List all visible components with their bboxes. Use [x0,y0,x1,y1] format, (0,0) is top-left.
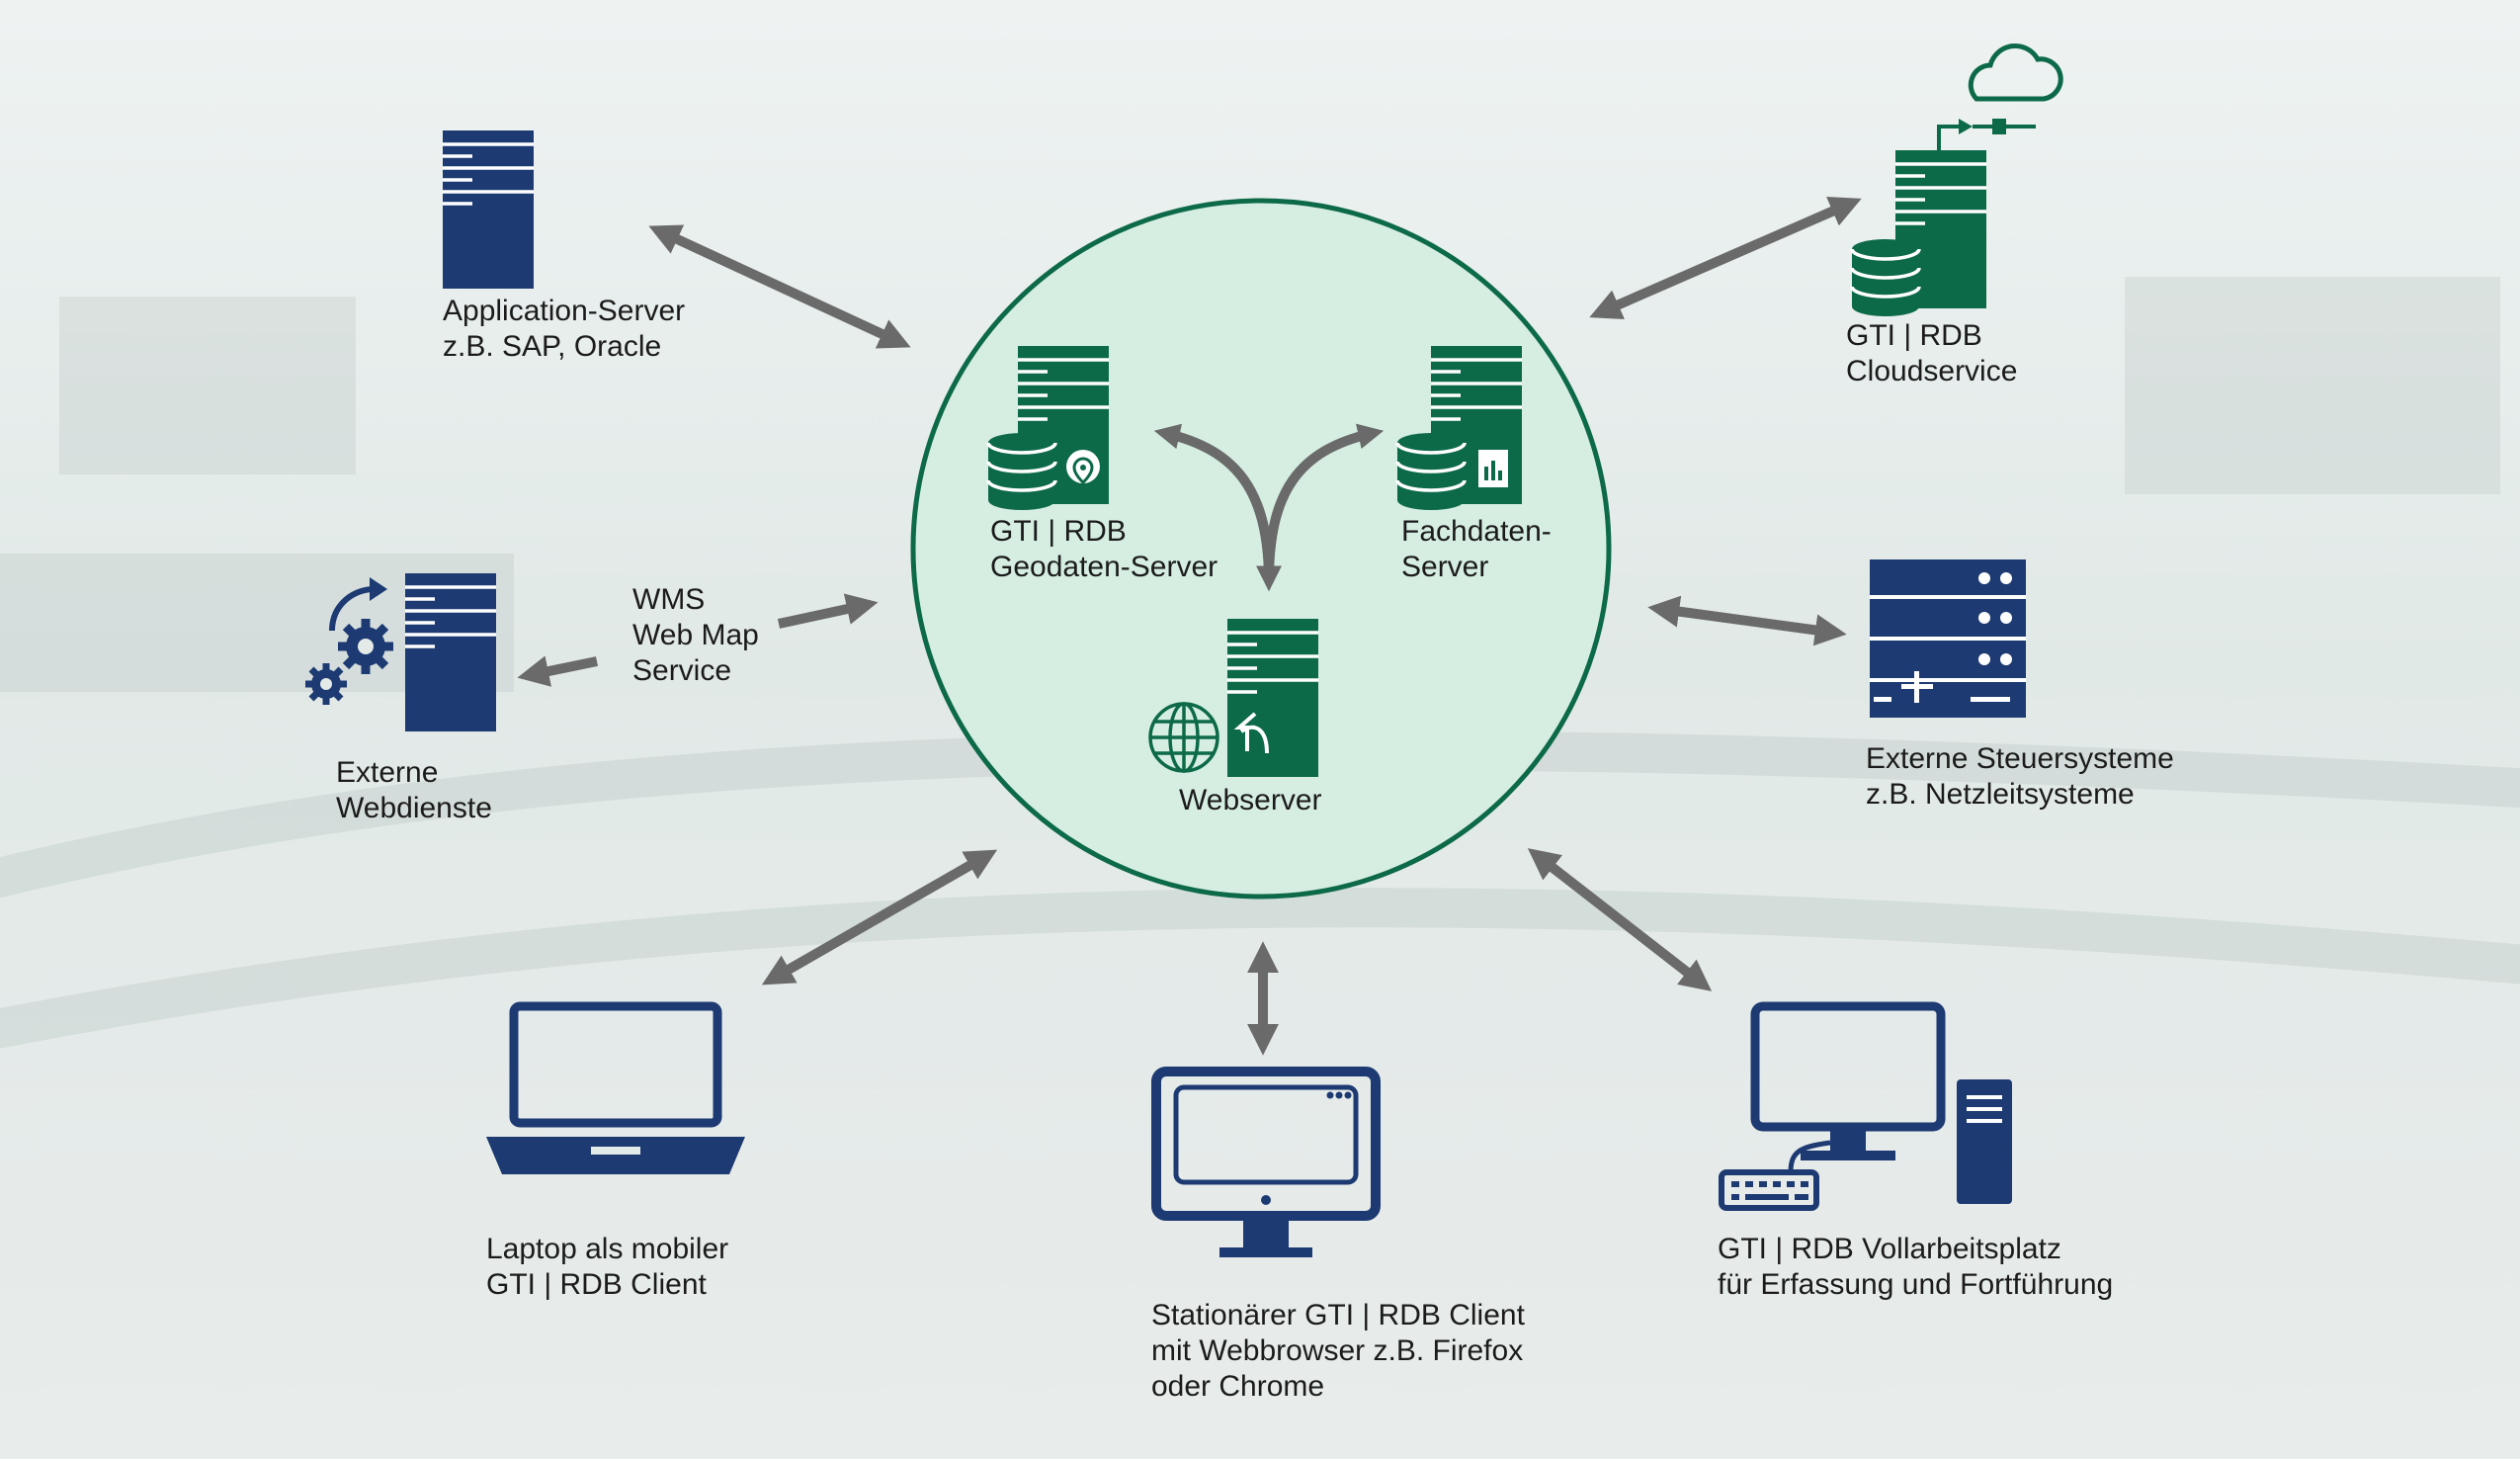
arrow-app-server [648,224,911,349]
location-pin-icon [1066,450,1100,485]
label-webserver: Webserver [1179,783,1322,818]
arrow-vollarbeitsplatz [1527,848,1713,991]
label-stationaer-line1: Stationärer GTI | RDB Client [1151,1299,1525,1331]
arrow-steuersysteme [1647,595,1847,646]
label-webserver-line1: Webserver [1179,784,1322,816]
label-webdienste-line1: Externe [336,756,439,789]
label-stationaer-client: Stationärer GTI | RDB Client mit Webbrow… [1151,1298,1525,1405]
label-voll-line2: für Erfassung und Fortführung [1718,1268,2114,1301]
label-fachdaten-line2: Server [1401,551,1489,583]
label-laptop-line1: Laptop als mobiler [486,1233,729,1265]
desktop-pc-icon [1719,1001,2012,1211]
label-geodaten-server: GTI | RDB Geodaten-Server [990,514,1218,585]
arrow-wms [777,593,879,629]
monitor-icon [1151,1067,1381,1257]
label-steuer-line1: Externe Steuersysteme [1866,742,2174,775]
label-externe-webdienste: Externe Webdienste [336,755,492,826]
label-geodaten-line1: GTI | RDB [990,515,1127,548]
inner-arrows [1153,423,1385,592]
gears-icon [305,577,393,705]
label-fachdaten-line1: Fachdaten- [1401,515,1552,548]
label-webdienste-line2: Webdienste [336,792,492,824]
label-wms-line2: Web Map [632,619,759,651]
label-app-server-line1: Application-Server [443,295,686,327]
globe-icon [1148,702,1219,773]
control-panel-icon [1870,559,2026,718]
label-app-server-line2: z.B. SAP, Oracle [443,330,662,363]
label-laptop: Laptop als mobiler GTI | RDB Client [486,1232,728,1303]
label-stationaer-line3: oder Chrome [1151,1370,1325,1403]
label-cloudservice: GTI | RDB Cloudservice [1846,318,2017,389]
arrow-webdienste [517,655,599,687]
label-steuer-line2: z.B. Netzleitsysteme [1866,778,2135,811]
label-wms-line1: WMS [632,583,706,616]
label-cloud-line2: Cloudservice [1846,355,2018,387]
document-chart-icon [1478,450,1508,487]
label-wms: WMS Web Map Service [632,582,759,689]
label-geodaten-line2: Geodaten-Server [990,551,1218,583]
keyboard-icon [1719,1169,1819,1211]
label-cloud-line1: GTI | RDB [1846,319,1982,352]
externe-webdienste-icon [305,571,498,733]
webserver-icon [1148,617,1320,779]
label-voll-line1: GTI | RDB Vollarbeitsplatz [1718,1233,2061,1265]
cloudservice-icon [1850,43,2063,318]
laptop-icon [486,1001,745,1174]
arrow-cloudservice [1589,197,1862,319]
label-fachdaten-server: Fachdaten- Server [1401,514,1552,585]
geodaten-server-icon [986,344,1111,512]
cloud-icon [1968,43,2063,102]
label-externe-steuersysteme: Externe Steuersysteme z.B. Netzleitsyste… [1866,741,2174,813]
application-server-icon [441,129,536,291]
connection-arrows [517,197,1862,1056]
label-stationaer-line2: mit Webbrowser z.B. Firefox [1151,1334,1524,1367]
fachdaten-server-icon [1395,344,1524,512]
label-application-server: Application-Server z.B. SAP, Oracle [443,294,685,365]
arrow-laptop [761,849,998,986]
label-wms-line3: Service [632,654,732,687]
label-laptop-line2: GTI | RDB Client [486,1268,707,1301]
label-vollarbeitsplatz: GTI | RDB Vollarbeitsplatz für Erfassung… [1718,1232,2113,1303]
